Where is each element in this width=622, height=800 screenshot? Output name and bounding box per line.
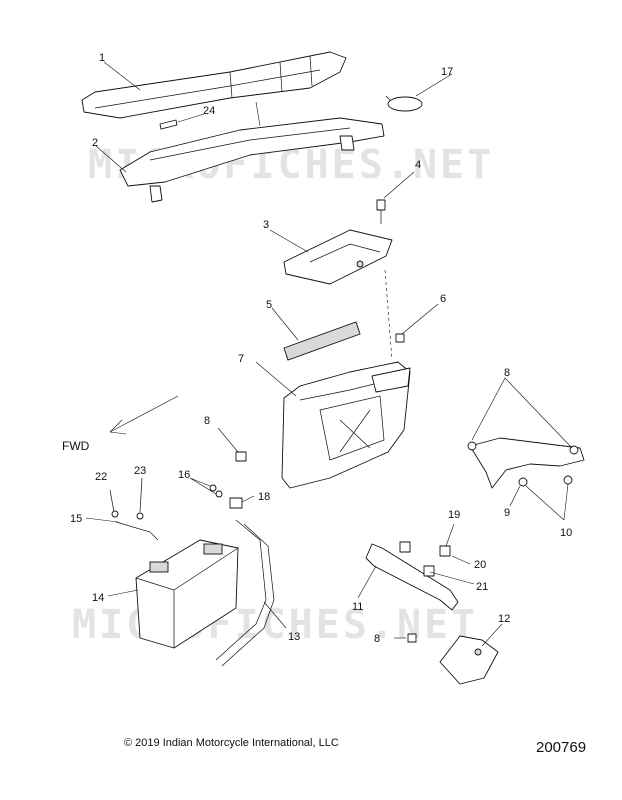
copyright-text: © 2019 Indian Motorcycle International, … bbox=[124, 737, 339, 749]
callout-10: 10 bbox=[560, 527, 572, 539]
callout-16: 16 bbox=[178, 469, 190, 481]
watermark-bottom: MICROFICHES.NET bbox=[72, 602, 478, 648]
callout-22: 22 bbox=[95, 471, 107, 483]
part-8-nut-c bbox=[407, 633, 417, 643]
part-18-connector bbox=[229, 497, 243, 509]
callout-24: 24 bbox=[203, 105, 215, 117]
callout-4: 4 bbox=[415, 159, 421, 171]
leader-lines bbox=[85, 61, 573, 647]
callout-8-a: 8 bbox=[204, 415, 210, 427]
part-17-clamp bbox=[385, 95, 423, 112]
callout-3: 3 bbox=[263, 219, 269, 231]
callout-1: 1 bbox=[99, 52, 105, 64]
callout-23: 23 bbox=[134, 465, 146, 477]
callout-8-c: 8 bbox=[374, 633, 380, 645]
callout-9: 9 bbox=[504, 507, 510, 519]
part-2-tray bbox=[119, 117, 385, 203]
callout-5: 5 bbox=[266, 299, 272, 311]
part-6-nut bbox=[395, 333, 405, 343]
part-12-module bbox=[439, 635, 499, 685]
callout-7: 7 bbox=[238, 353, 244, 365]
part-13-cable bbox=[215, 519, 275, 667]
callout-18: 18 bbox=[258, 491, 270, 503]
reference-number: 200769 bbox=[536, 739, 586, 756]
part-20-nut bbox=[399, 541, 411, 553]
callout-14: 14 bbox=[92, 592, 104, 604]
callout-12: 12 bbox=[498, 613, 510, 625]
part-23-bolt bbox=[136, 477, 144, 520]
callout-21: 21 bbox=[476, 581, 488, 593]
part-15-cable bbox=[115, 521, 159, 541]
part-14-battery bbox=[135, 539, 239, 649]
callout-6: 6 bbox=[440, 293, 446, 305]
part-9-bracket bbox=[467, 437, 585, 489]
callout-8-b: 8 bbox=[504, 367, 510, 379]
part-8-nut-a bbox=[235, 451, 247, 462]
fwd-arrow bbox=[109, 395, 179, 435]
part-21-nut bbox=[423, 565, 435, 577]
callout-20: 20 bbox=[474, 559, 486, 571]
callout-13: 13 bbox=[288, 631, 300, 643]
part-19-bolt bbox=[439, 545, 451, 557]
part-3-cover-plate bbox=[283, 229, 393, 285]
callout-17: 17 bbox=[441, 66, 453, 78]
part-22-bolt bbox=[109, 489, 119, 518]
fwd-label: FWD bbox=[62, 439, 90, 453]
part-4-bolt bbox=[376, 199, 386, 224]
part-11-bracket bbox=[365, 543, 459, 611]
callout-11: 11 bbox=[352, 601, 363, 613]
part-16-bolts bbox=[209, 484, 223, 498]
callout-2: 2 bbox=[92, 137, 98, 149]
part-5-pad bbox=[283, 321, 361, 361]
part-7-battery-box bbox=[281, 361, 411, 489]
callout-19: 19 bbox=[448, 509, 460, 521]
part-1-cover bbox=[81, 51, 347, 119]
part-24-fastener bbox=[159, 119, 178, 130]
callout-15: 15 bbox=[70, 513, 82, 525]
